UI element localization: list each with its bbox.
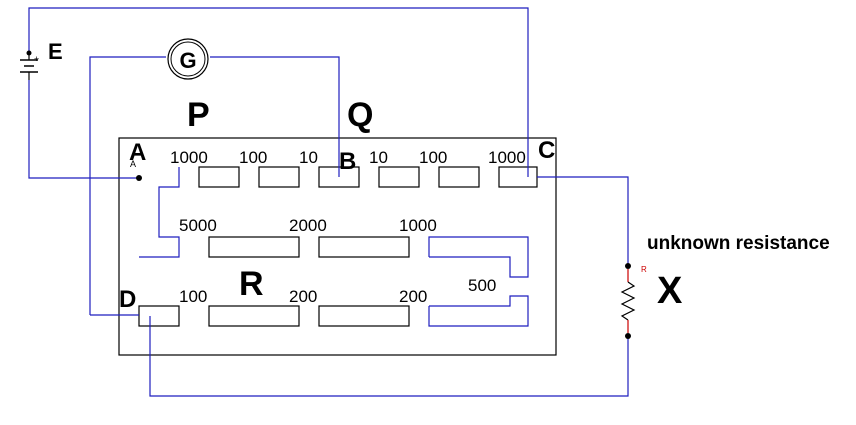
row2-value: 1000 xyxy=(399,216,437,235)
arm-p-value: 100 xyxy=(239,148,267,167)
unknown-resistor-icon xyxy=(620,263,636,339)
plug-slot xyxy=(198,166,240,188)
unknown-resistance-label: unknown resistance xyxy=(647,233,830,254)
terminal-a-label: A xyxy=(129,139,146,166)
plug-slot xyxy=(318,236,410,258)
internal-connector-a xyxy=(139,167,180,258)
wire-battery-to-a xyxy=(28,80,139,179)
row3-value: 200 xyxy=(399,287,427,306)
galvanometer-label: G xyxy=(179,48,196,73)
row3-value: 500 xyxy=(468,276,496,295)
plug-slot xyxy=(208,236,300,258)
terminal-b-label: B xyxy=(339,148,356,175)
plug-slot xyxy=(438,166,480,188)
unknown-x-label: X xyxy=(657,270,683,312)
row2-value: 5000 xyxy=(179,216,217,235)
junction-a xyxy=(136,175,142,181)
row3-value: 200 xyxy=(289,287,317,306)
internal-connector-upper-right xyxy=(428,236,529,278)
arm-p-value: 10 xyxy=(299,148,318,167)
plug-slot xyxy=(138,305,180,327)
arm-p-label: P xyxy=(187,96,210,134)
plug-slot xyxy=(258,166,300,188)
terminal-c-label: C xyxy=(538,137,555,164)
resistor-small-label: R xyxy=(641,265,647,274)
plug-slot xyxy=(378,166,420,188)
arm-r-label: R xyxy=(239,265,264,303)
terminal-a-small-label: A xyxy=(130,159,136,169)
battery-icon xyxy=(20,50,38,80)
wire-unknown-to-d xyxy=(149,316,629,397)
arm-q-label: Q xyxy=(347,96,373,134)
plug-slot xyxy=(208,305,300,327)
plug-slot xyxy=(498,166,538,188)
wire-c-to-unknown xyxy=(537,176,629,266)
arm-q-value: 10 xyxy=(369,148,388,167)
arm-q-value: 1000 xyxy=(488,148,526,167)
galvanometer-icon xyxy=(167,38,209,80)
wire-d-to-galvanometer xyxy=(89,56,166,315)
plug-slot xyxy=(318,305,410,327)
row2-value: 2000 xyxy=(289,216,327,235)
arm-p-value: 1000 xyxy=(170,148,208,167)
post-office-box xyxy=(118,137,557,356)
battery-label: E xyxy=(48,39,63,64)
battery-plus-sign: + xyxy=(34,54,39,64)
row3-value: 100 xyxy=(179,287,207,306)
wire-battery-to-c xyxy=(28,7,529,177)
wire-galvanometer-to-b xyxy=(210,56,340,177)
terminal-d-label: D xyxy=(119,286,136,313)
arm-q-value: 100 xyxy=(419,148,447,167)
internal-connector-lower-right xyxy=(428,295,529,327)
